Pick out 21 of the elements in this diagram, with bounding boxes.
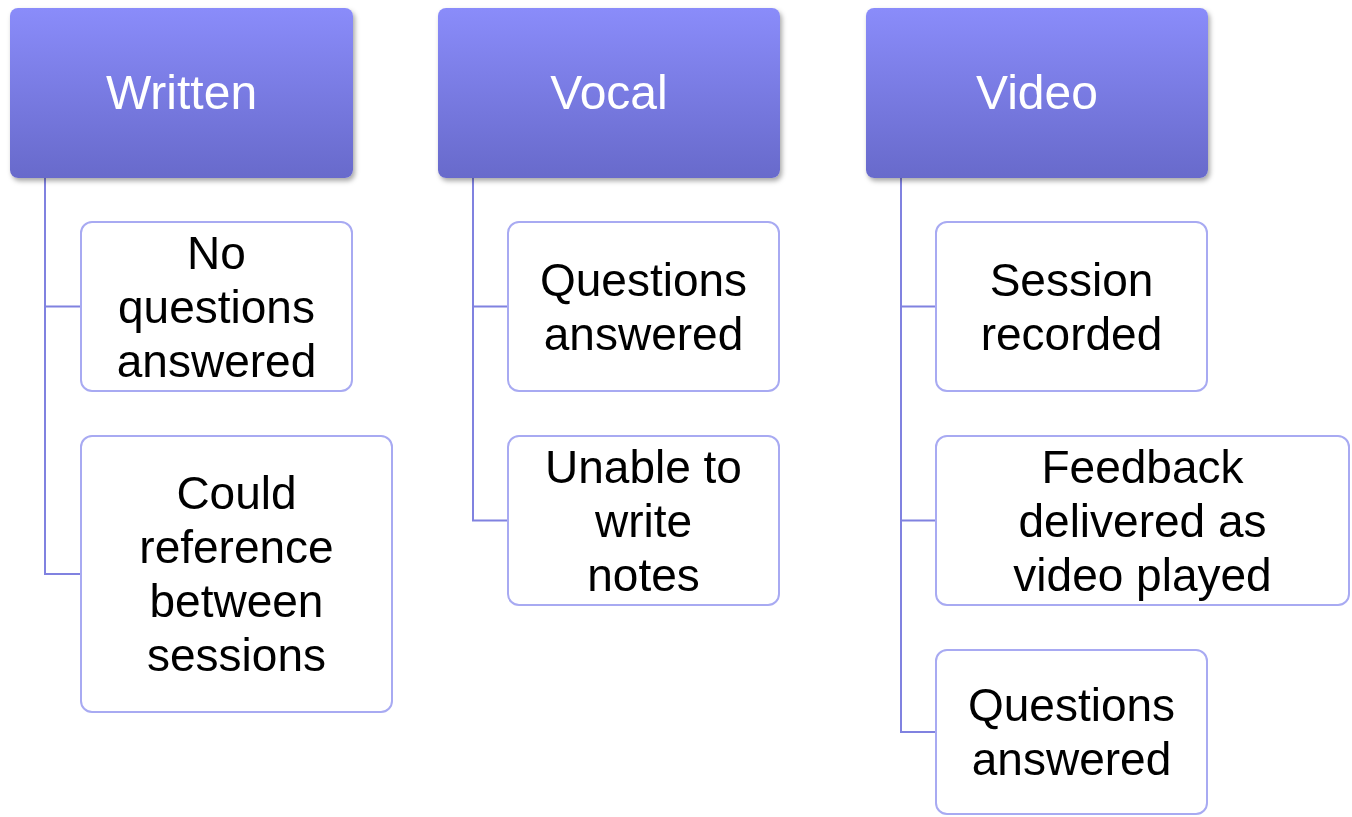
item-text: Feedback delivered as video played <box>1012 439 1273 602</box>
item-text: Session recorded <box>979 252 1164 361</box>
item-box <box>507 435 780 606</box>
header-text: Written <box>105 65 258 121</box>
header-text: Video <box>976 65 1098 121</box>
header-box <box>866 8 1208 178</box>
item-box <box>80 221 353 392</box>
header-text: Vocal <box>550 65 668 121</box>
item-text: Questions answered <box>966 678 1177 786</box>
item-box <box>935 649 1208 815</box>
header-box <box>10 8 353 178</box>
item-text: Questions answered <box>538 252 749 361</box>
item-text: No questions answered <box>115 225 318 388</box>
item-box <box>80 435 393 713</box>
connector-line <box>472 177 508 522</box>
item-box <box>935 221 1208 392</box>
item-text: Could reference between sessions <box>138 466 335 682</box>
item-text: Unable to write notes <box>544 439 743 602</box>
item-box <box>507 221 780 392</box>
header-box <box>438 8 780 178</box>
item-box <box>935 435 1350 606</box>
